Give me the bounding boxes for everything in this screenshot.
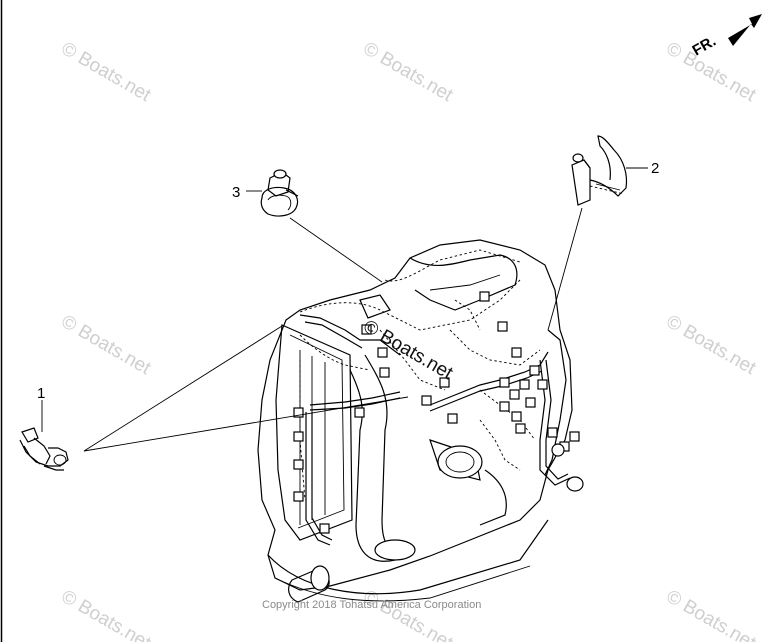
- grommet: [566, 476, 584, 492]
- front-arrow-icon: [728, 14, 762, 46]
- watermark-1: © Boats.net: [58, 38, 155, 106]
- watermark-8: © Boats.net: [663, 586, 760, 642]
- part-1-clamp: [19, 427, 69, 471]
- callout-1-label: 1: [37, 385, 45, 402]
- callout-1-pointer-a: [83, 325, 283, 452]
- callout-1-pointer-b: [83, 396, 409, 452]
- watermark-2: © Boats.net: [360, 38, 457, 106]
- part-2-band-clip: [571, 135, 628, 206]
- copyright-notice: Copyright 2018 Tohatsu America Corporati…: [262, 599, 481, 611]
- engine-harness-assembly: [257, 239, 584, 603]
- part-3-clamp: [260, 169, 299, 217]
- watermark-6: © Boats.net: [58, 586, 155, 642]
- front-direction-indicator: FR.: [690, 14, 762, 59]
- watermark-center: © Boats.net: [360, 316, 457, 384]
- watermark-5: © Boats.net: [663, 311, 760, 379]
- callout-3-label: 3: [232, 184, 240, 201]
- callout-2-label: 2: [651, 160, 659, 177]
- callout-3-pointer: [289, 217, 383, 283]
- watermark-4: © Boats.net: [58, 311, 155, 379]
- callout-2-pointer: [547, 207, 583, 331]
- harness-connectors: [293, 291, 580, 534]
